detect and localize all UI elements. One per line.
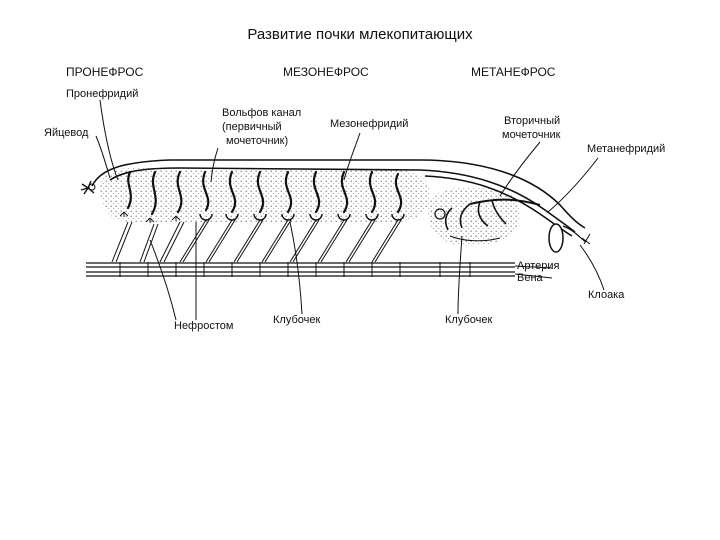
label-mesonephridium: Мезонефридий — [330, 118, 408, 130]
vein-vessel — [86, 271, 515, 277]
label-glomerulus-2: Клубочек — [445, 314, 492, 326]
wolffian-duct — [109, 167, 576, 233]
oviduct-duct — [91, 159, 586, 229]
label-wolffian-duct-3: мочеточник) — [226, 135, 288, 147]
header-metanephros: МЕТАНЕФРОС — [471, 65, 556, 79]
slide-title: Развитие почки млекопитающих — [247, 26, 473, 43]
mesonephric-tubules — [126, 170, 403, 216]
cloaca-shape — [548, 223, 591, 253]
label-secondary-ureter-1: Вторичный — [504, 115, 560, 127]
label-cloaca: Клоака — [588, 289, 625, 301]
label-nephrostome: Нефростом — [174, 320, 233, 332]
glomerular-vessels — [111, 219, 402, 263]
label-pronephridium: Пронефридий — [66, 88, 138, 100]
artery-vessel — [86, 262, 515, 268]
label-glomerulus-1: Клубочек — [273, 314, 320, 326]
label-metanephridium: Метанефридий — [587, 143, 665, 155]
pronephric-funnel — [80, 180, 96, 195]
label-secondary-ureter-2: мочеточник — [502, 129, 561, 141]
mesonephros-tissue — [100, 167, 431, 222]
label-wolffian-duct-2: (первичный — [222, 121, 282, 133]
metanephric-tree — [434, 198, 541, 242]
leader-lines — [95, 99, 605, 321]
header-mesonephros: МЕЗОНЕФРОС — [283, 65, 369, 79]
header-pronephros: ПРОНЕФРОС — [66, 65, 144, 79]
nephrostome-tufts — [119, 211, 181, 223]
label-oviduct: Яйцевод — [44, 127, 89, 139]
label-vein: Вена — [517, 272, 544, 284]
label-wolffian-duct-1: Вольфов канал — [222, 107, 301, 119]
label-artery: Артерия — [517, 260, 560, 272]
vessel-branch-ticks — [119, 262, 471, 277]
metanephros-tissue — [428, 186, 520, 246]
